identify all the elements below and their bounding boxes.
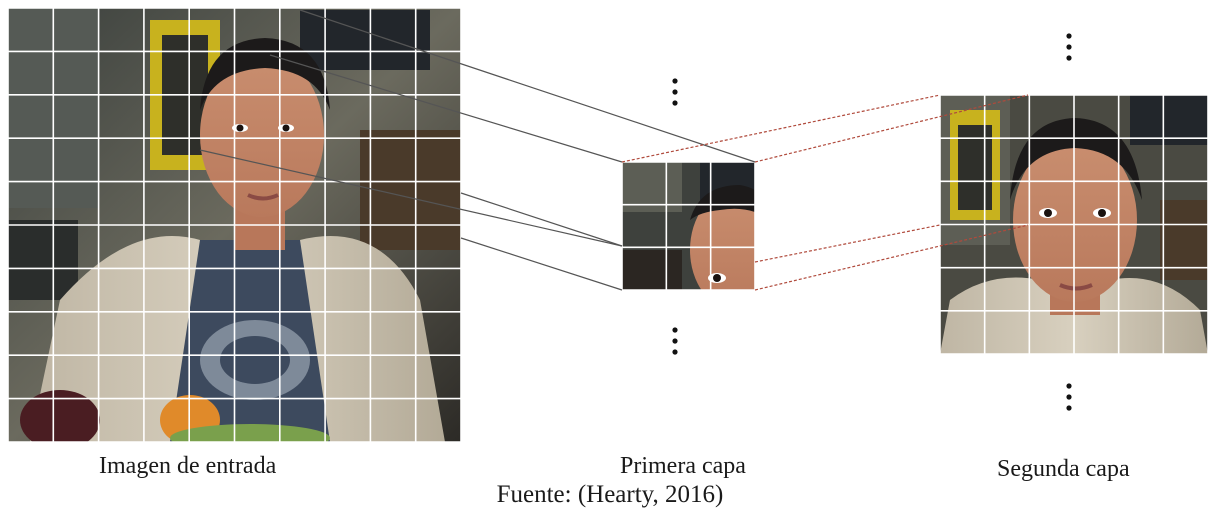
second-layer-caption: Segunda capa: [997, 456, 1130, 482]
vertical-ellipsis-icon: [672, 78, 678, 106]
first-layer-grid: [621, 161, 756, 291]
connector-line: [621, 94, 941, 163]
vertical-ellipsis-icon: [1066, 383, 1072, 411]
first-layer-photo: [622, 162, 755, 290]
input-image-caption: Imagen de entrada: [99, 453, 277, 479]
connectors-input-to-first-layer: [199, 9, 756, 291]
connector-line: [460, 192, 623, 247]
input-image-grid: [7, 7, 462, 443]
connector-line: [199, 149, 623, 247]
connectors-first-to-second-layer: [621, 94, 1029, 291]
vertical-ellipsis-icon: [672, 327, 678, 355]
connector-line: [754, 94, 1029, 163]
source-caption: Fuente: (Hearty, 2016): [496, 481, 724, 508]
second-layer-grid: [939, 94, 1208, 355]
connector-line: [269, 54, 623, 163]
connector-line: [754, 224, 1029, 291]
vertical-ellipsis-icon: [1066, 33, 1072, 61]
first-layer-caption: Primera capa: [620, 453, 746, 479]
connector-line: [754, 224, 941, 263]
connector-line: [460, 237, 623, 291]
connector-line: [299, 9, 756, 163]
